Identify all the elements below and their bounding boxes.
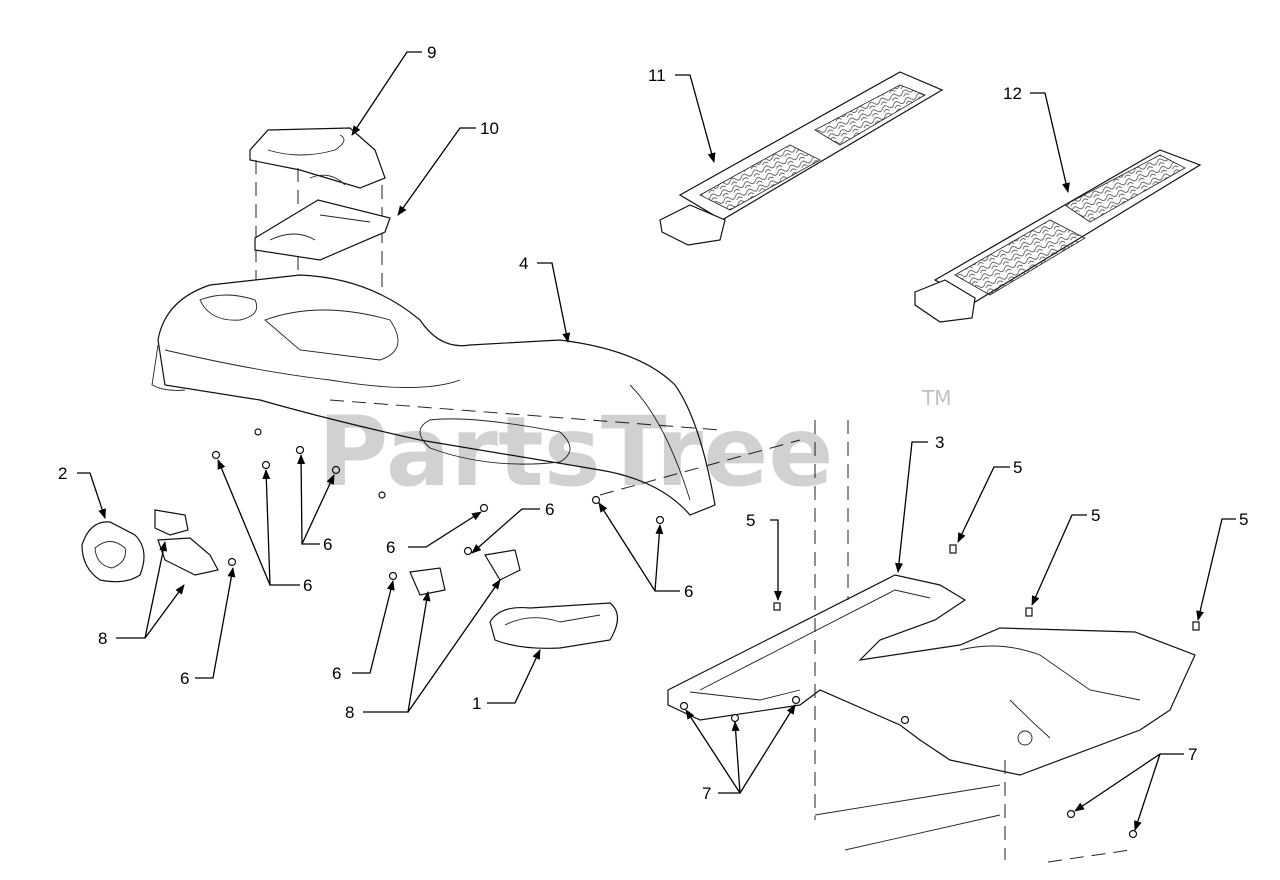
callout-6-e: 6 bbox=[545, 500, 554, 519]
part-3-frame bbox=[667, 420, 1196, 863]
callout-6-g: 6 bbox=[684, 582, 693, 601]
callout-6-a: 6 bbox=[303, 576, 312, 595]
callout-9: 9 bbox=[427, 43, 436, 62]
callout-3: 3 bbox=[935, 433, 944, 452]
part-1-light bbox=[489, 602, 619, 649]
callout-10: 10 bbox=[480, 119, 499, 138]
callout-11: 11 bbox=[648, 66, 666, 85]
callout-5-right: 5 bbox=[1239, 510, 1248, 529]
part-12-footrest bbox=[914, 149, 1202, 323]
callout-7-left: 7 bbox=[702, 784, 711, 803]
part-6-fasteners bbox=[211, 428, 665, 581]
watermark-text: PartsTree bbox=[318, 396, 833, 508]
part-2-light bbox=[81, 521, 145, 583]
callout-5-middle: 5 bbox=[1091, 506, 1100, 525]
part-5-bolts bbox=[773, 544, 1200, 631]
callout-8-center: 8 bbox=[345, 703, 354, 722]
callout-6-d: 6 bbox=[386, 538, 395, 557]
callout-5-left: 5 bbox=[746, 511, 755, 530]
callout-12: 12 bbox=[1003, 84, 1022, 103]
callout-5-top: 5 bbox=[1013, 458, 1022, 477]
callout-8-left: 8 bbox=[98, 629, 107, 648]
callout-7-right: 7 bbox=[1188, 745, 1197, 764]
part-8-brackets bbox=[154, 509, 521, 596]
callout-6-f: 6 bbox=[332, 664, 341, 683]
callout-2: 2 bbox=[58, 464, 67, 483]
part-4-fender-body bbox=[151, 274, 801, 516]
watermark: PartsTree TM bbox=[318, 386, 951, 508]
callout-labels: 9 10 11 12 4 2 3 5 5 5 5 6 6 6 6 6 6 6 8… bbox=[58, 43, 1248, 803]
callout-6-c: 6 bbox=[180, 669, 189, 688]
callout-4: 4 bbox=[519, 254, 528, 273]
part-9-top-cover bbox=[249, 127, 386, 300]
part-10-plate bbox=[254, 199, 391, 261]
watermark-trademark: TM bbox=[921, 386, 951, 410]
leader-lines bbox=[77, 51, 1236, 831]
callout-6-b: 6 bbox=[323, 535, 332, 554]
part-11-footrest bbox=[659, 71, 944, 246]
callout-1: 1 bbox=[472, 694, 481, 713]
part-7-nuts bbox=[1066, 809, 1138, 839]
